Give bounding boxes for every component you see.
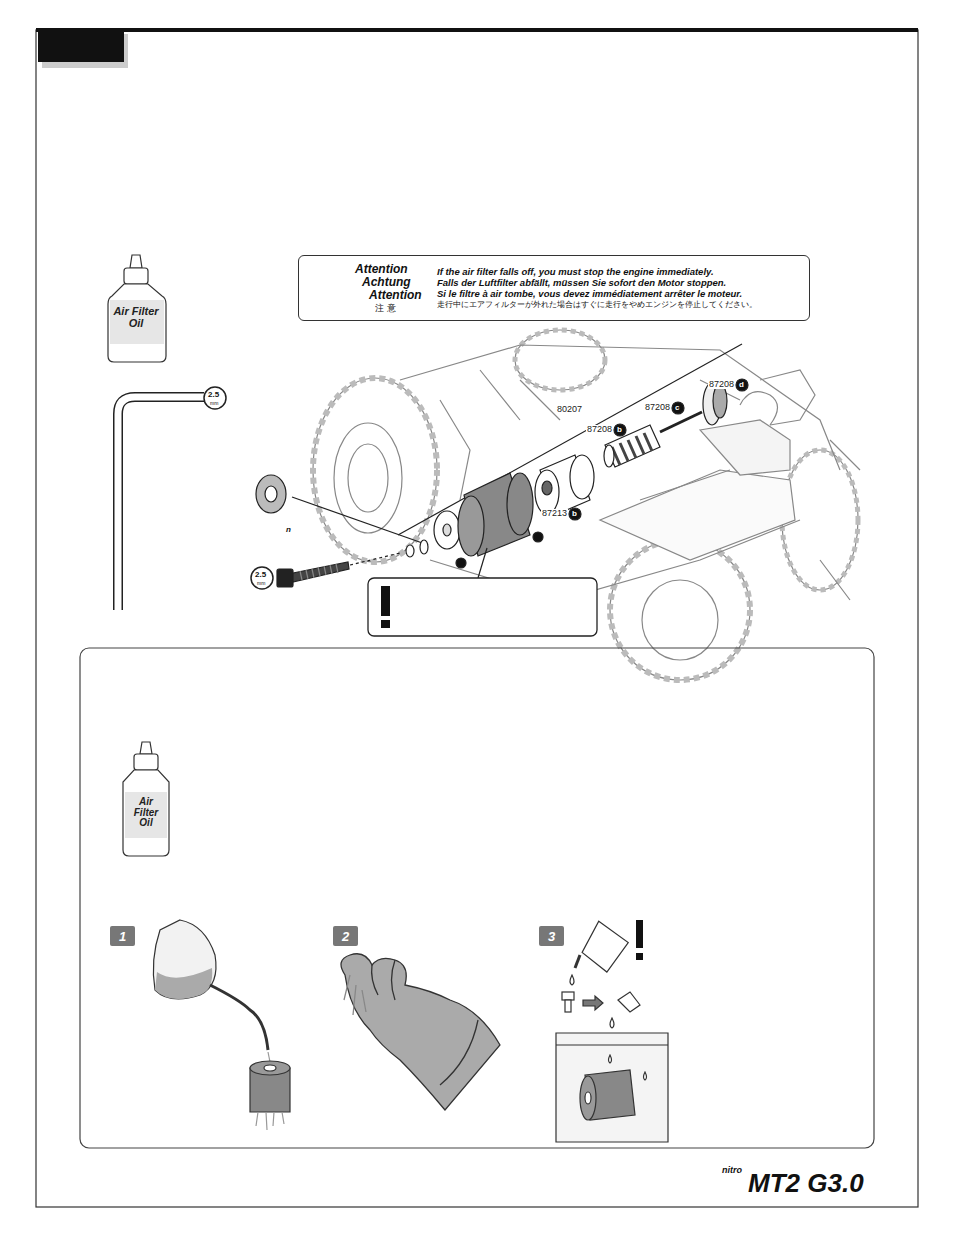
step-number: 1: [110, 926, 135, 946]
warning-message: If the air filter falls off, you must st…: [437, 267, 714, 277]
logo-small: nitro: [722, 1166, 742, 1175]
part-number: 87208: [708, 380, 735, 389]
step-number: 3: [539, 926, 564, 946]
tool-unit: mm: [257, 581, 265, 586]
oil-bottle: [108, 255, 166, 362]
part-number: 80207: [556, 405, 583, 414]
warning-message: 走行中にエアフィルターが外れた場合はすぐに走行をやめエンジンを停止してください。: [437, 301, 757, 309]
gloved-hand: [341, 954, 500, 1110]
hex-key: [118, 387, 226, 610]
cleaning-step: [153, 920, 290, 1130]
caution-callout: [368, 548, 597, 636]
part-letter: d: [739, 381, 744, 389]
oil-bottle: [123, 742, 169, 856]
bottle-label: Air Filter Oil: [110, 306, 162, 329]
air-filter-parts: [251, 344, 748, 589]
attention-heading: Attention: [355, 263, 408, 275]
attention-heading: Attention: [369, 289, 422, 301]
step-number-box: 2: [333, 926, 358, 946]
warning-box: AttentionAchtungAttention 注 意 If the air f…: [298, 255, 810, 321]
attention-heading: Achtung: [362, 276, 411, 288]
note-mark: n: [286, 526, 291, 534]
part-number: 87208: [644, 403, 671, 412]
truck-outline: [313, 330, 860, 680]
part-number: 87208: [586, 425, 613, 434]
warning-message: Falls der Luftfilter abfällt, müssen Sie…: [437, 278, 726, 288]
bottle-label: Air Filter Oil: [126, 797, 166, 829]
step-number-box: 3: [539, 926, 564, 946]
step-tab: [38, 30, 124, 62]
tool-size: 2.5: [208, 391, 219, 399]
part-letter: b: [572, 510, 577, 518]
page-border: [36, 30, 918, 1207]
warning-message: Si le filtre à air tombe, vous devez imm…: [437, 289, 742, 299]
part-letter: b: [617, 426, 622, 434]
step-number: 2: [333, 926, 358, 946]
step-number-box: 1: [110, 926, 135, 946]
tool-unit: mm: [210, 401, 218, 406]
part-letter: c: [675, 404, 679, 412]
part-number: 87213: [541, 509, 568, 518]
top-rule: [36, 28, 918, 32]
maintenance-panel: [80, 648, 874, 1148]
oil-and-bag: [556, 920, 668, 1142]
product-logo: MT2 G3.0: [748, 1170, 864, 1196]
tool-size: 2.5: [255, 571, 266, 579]
attention-heading: 注 意: [375, 304, 396, 313]
